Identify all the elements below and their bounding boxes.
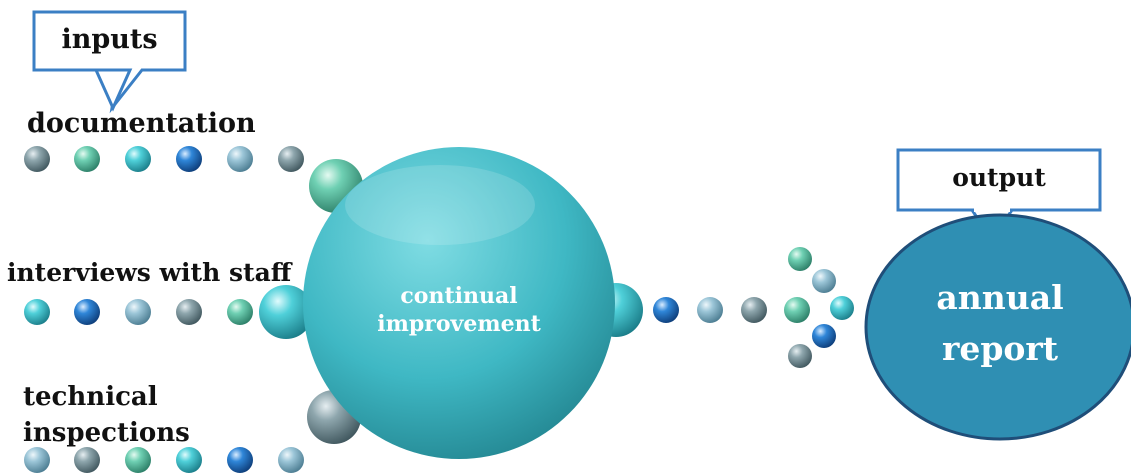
input-label-technical-line1: technical	[23, 382, 158, 412]
input-label-interviews: interviews with staff	[7, 258, 292, 287]
hub-label-line1: continual	[400, 283, 518, 309]
inputs-callout	[32, 10, 187, 114]
interviews-beads	[24, 299, 253, 325]
continual-improvement-hub	[303, 147, 615, 459]
documentation-beads	[24, 146, 304, 172]
connector-bead-middle	[259, 285, 313, 339]
input-label-documentation: documentation	[27, 108, 256, 139]
hub-label-line2: improvement	[377, 310, 541, 337]
technical-beads	[24, 447, 304, 473]
output-label: annual report	[900, 272, 1100, 374]
annual-report-node	[864, 213, 1131, 441]
output-beads	[653, 297, 810, 323]
arrowhead-beads	[788, 247, 854, 368]
hub-label: continual improvement	[359, 283, 559, 338]
output-callout-label: output	[952, 163, 1046, 192]
output-label-line2: report	[941, 329, 1059, 369]
input-label-technical-line2: inspections	[23, 418, 190, 448]
inputs-callout-label: inputs	[61, 24, 158, 55]
output-label-line1: annual	[936, 278, 1064, 317]
